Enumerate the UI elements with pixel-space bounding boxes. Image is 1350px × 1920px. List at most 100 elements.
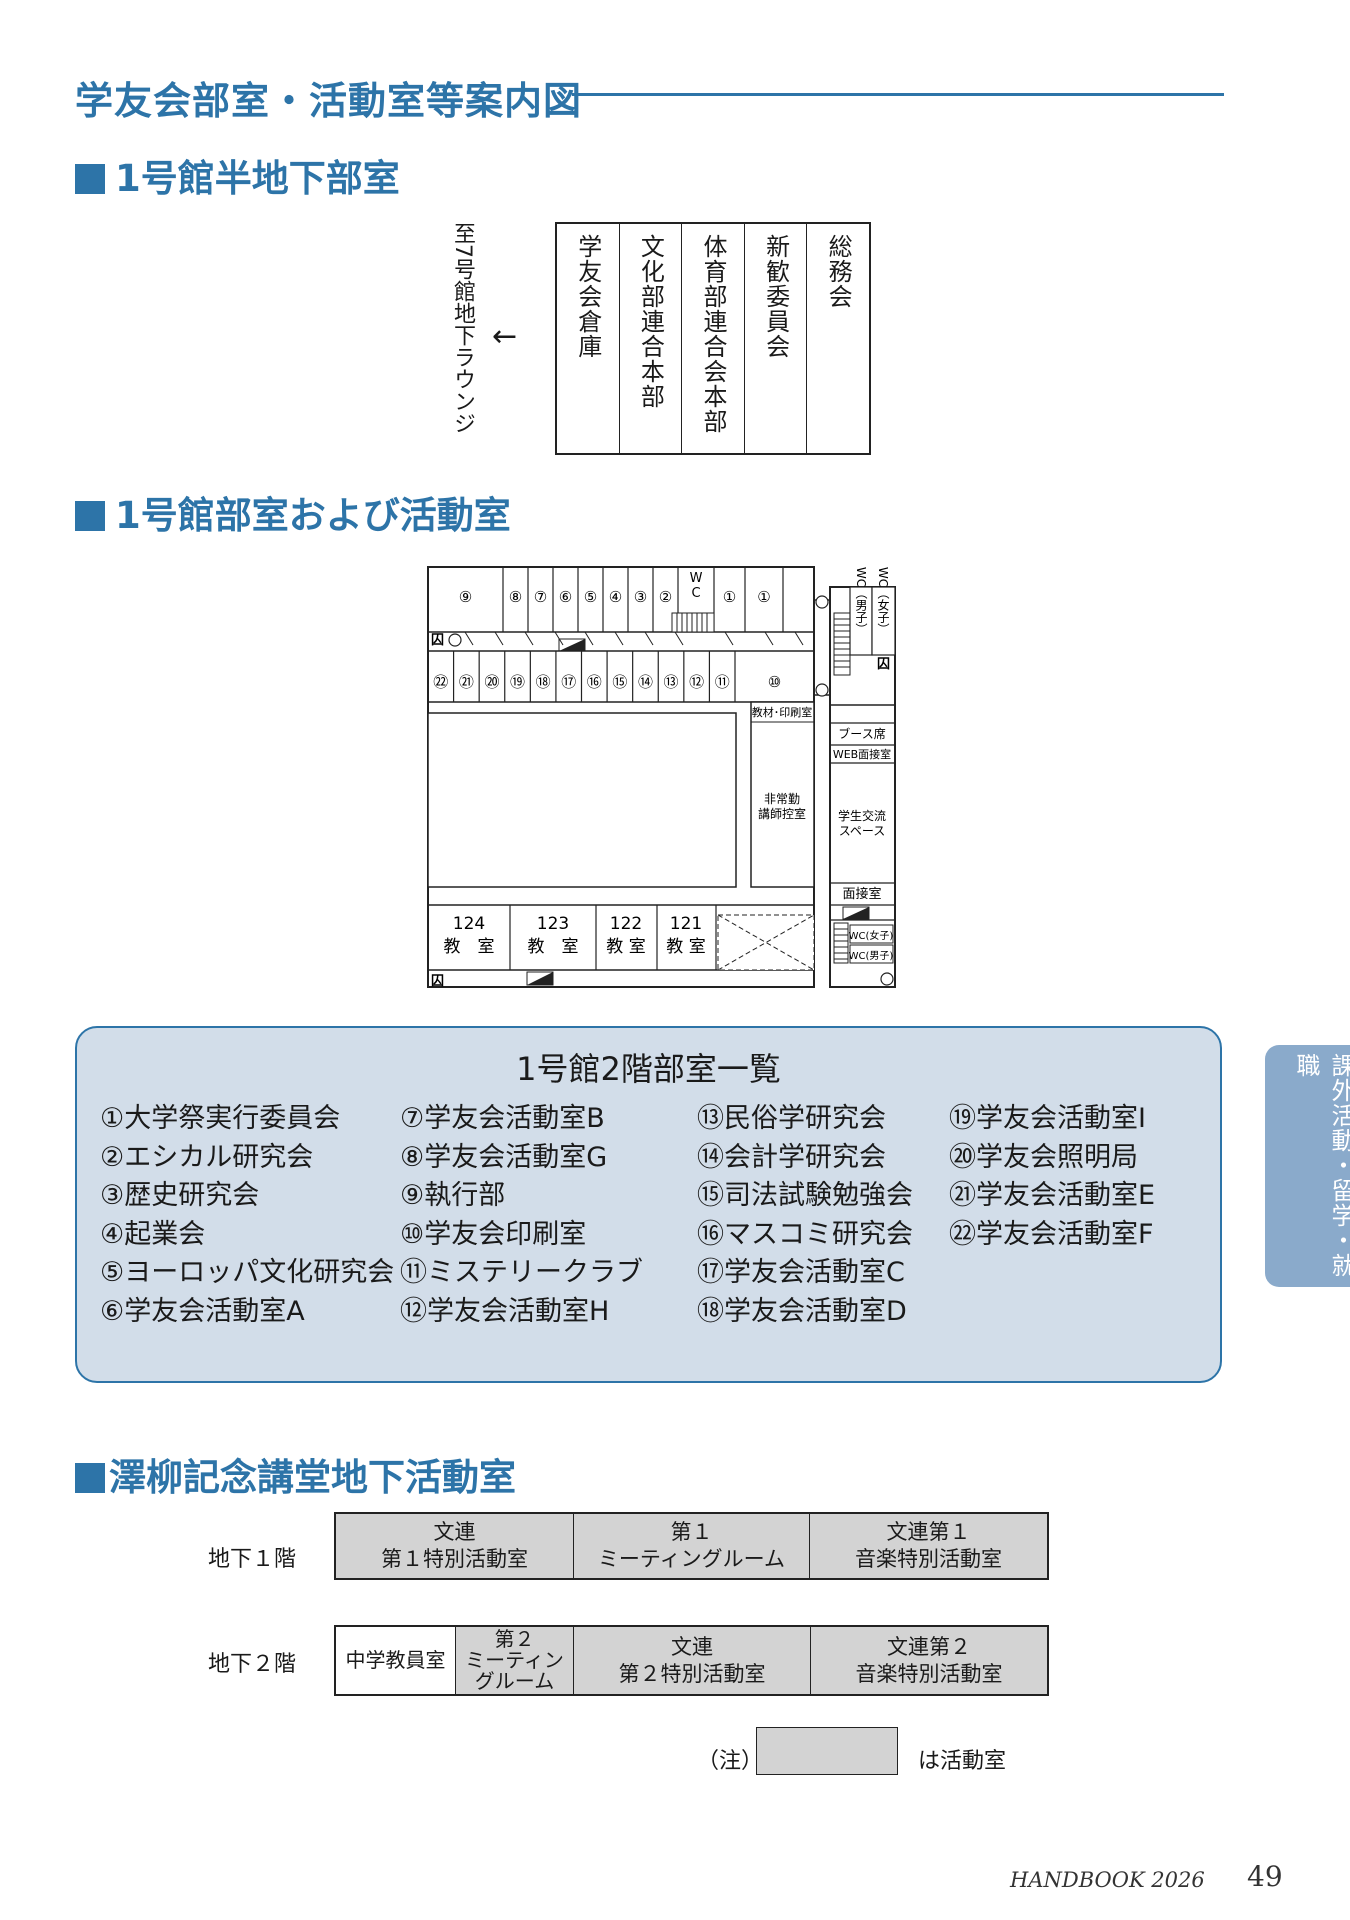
room-list-column: ①大学祭実行委員会 ②エシカル研究会 ③歴史研究会 ④起業会 ⑤ヨーロッパ文化研… bbox=[100, 1100, 394, 1331]
room-list-item: ⑬民俗学研究会 bbox=[697, 1103, 886, 1134]
lecturer-room-label-1: 非常勤 bbox=[764, 792, 800, 806]
square-bullet-icon bbox=[75, 164, 105, 194]
room-line: 文連第２ bbox=[887, 1634, 971, 1659]
section-heading-sawayanagi: 澤柳記念講堂地下活動室 bbox=[75, 1447, 516, 1501]
room-number-label: ⑧ bbox=[509, 588, 522, 606]
room-list-item: ⑰学友会活動室C bbox=[697, 1257, 905, 1288]
room-line: 文連第１ bbox=[886, 1520, 971, 1544]
stair-triangle-icon bbox=[559, 639, 585, 651]
stair-triangle-icon bbox=[527, 972, 553, 985]
basement-room: 体育部連合会本部 bbox=[682, 224, 745, 453]
room-list-item: ②エシカル研究会 bbox=[100, 1141, 314, 1173]
room-label: 体育部連合会本部 bbox=[698, 234, 727, 434]
exit-icon: 囚 bbox=[431, 974, 444, 989]
chapter-side-tab-label: 課外活動・留学・就職 bbox=[1292, 1053, 1350, 1278]
room-label: 総務会 bbox=[824, 234, 853, 309]
room-list-item: ⑭会計学研究会 bbox=[697, 1141, 886, 1173]
room-line: 第２特別活動室 bbox=[618, 1661, 766, 1686]
room-line: 音楽特別活動室 bbox=[855, 1547, 1002, 1571]
room-number-label: ③ bbox=[634, 588, 647, 606]
room-list-item: ⑮司法試験勉強会 bbox=[697, 1180, 913, 1211]
room-line: 第１特別活動室 bbox=[381, 1547, 528, 1571]
legend-note-label: （注） bbox=[697, 1749, 764, 1774]
section-heading-text: 1号館部室および活動室 bbox=[115, 494, 511, 537]
page-number: 49 bbox=[1247, 1860, 1283, 1893]
room-line: 音楽特別活動室 bbox=[855, 1661, 1003, 1686]
room-list-item: ⑨執行部 bbox=[400, 1180, 506, 1211]
footer-handbook: HANDBOOK 2026 bbox=[1010, 1868, 1205, 1892]
legend-swatch bbox=[756, 1727, 898, 1775]
wc-small-male-label: WC(男子) bbox=[849, 950, 894, 962]
room-number-label: ⑬ bbox=[664, 673, 679, 691]
room-line: 第１ bbox=[670, 1520, 713, 1544]
stairs-icon bbox=[671, 612, 715, 633]
room-label: 新歓委員会 bbox=[761, 234, 790, 359]
room-line: 第２ bbox=[494, 1627, 535, 1651]
lecturer-room-label-2: 講師控室 bbox=[758, 806, 806, 821]
page-title: 学友会部室・活動室等案内図 bbox=[75, 79, 583, 123]
section-heading-text: 1号館半地下部室 bbox=[115, 157, 400, 200]
room-b2-3: 文連第２特別活動室 bbox=[574, 1627, 811, 1694]
exit-icon: 囚 bbox=[877, 657, 890, 672]
wc-small-female-label: WC(女子) bbox=[849, 929, 894, 942]
room-label: 文化部連合本部 bbox=[636, 234, 665, 409]
room-number-label: ⑨ bbox=[459, 588, 472, 606]
interview-room-label: 面接室 bbox=[842, 886, 881, 902]
room-number-label: ⑱ bbox=[536, 673, 551, 691]
room-number-label: ⑳ bbox=[484, 673, 499, 691]
room-list-item: ④起業会 bbox=[100, 1218, 206, 1250]
classroom-124-label: 教 室 bbox=[444, 937, 495, 957]
wc-label: W bbox=[690, 571, 703, 586]
room-list-item: ㉒学友会活動室F bbox=[949, 1218, 1154, 1250]
floor-label-b2: 地下２階 bbox=[208, 1652, 297, 1677]
room-list-item: ⑫学友会活動室H bbox=[400, 1295, 610, 1327]
room-line: グルーム bbox=[474, 1669, 555, 1693]
room-number-label: ⑲ bbox=[510, 673, 525, 691]
room-number-label: ④ bbox=[609, 588, 622, 606]
room-line: 文連 bbox=[671, 1634, 713, 1659]
room-number-label: ⑥ bbox=[559, 588, 572, 606]
section-heading-building1: 1号館部室および活動室 bbox=[75, 485, 511, 539]
student-space-label-2: スペース bbox=[839, 824, 886, 838]
room-number-label: ⑭ bbox=[638, 673, 653, 691]
classroom-121-num: 121 bbox=[670, 914, 702, 934]
basement-rooms: 学友会倉庫 文化部連合本部 体育部連合会本部 新歓委員会 総務会 bbox=[555, 222, 871, 455]
exit-icon: 囚 bbox=[431, 633, 444, 648]
room-number-label: ⑪ bbox=[715, 673, 730, 691]
print-room-label: 教材･印刷室 bbox=[752, 705, 813, 719]
room-list-item: ⑤ヨーロッパ文化研究会 bbox=[100, 1257, 395, 1288]
chapter-side-tab: 課外活動・留学・就職 bbox=[1265, 1045, 1350, 1287]
basement-room: 総務会 bbox=[807, 224, 869, 453]
basement-room: 文化部連合本部 bbox=[620, 224, 683, 453]
left-arrow-icon: ← bbox=[492, 319, 518, 354]
pillar-icon bbox=[815, 595, 829, 609]
room-list-column: ⑲学友会活動室I ⑳学友会照明局 ㉑学友会活動室E ㉒学友会活動室F bbox=[949, 1100, 1155, 1254]
basement-room: 学友会倉庫 bbox=[557, 224, 620, 453]
room-b1-1: 文連第１特別活動室 bbox=[336, 1514, 574, 1578]
stair-triangle-icon bbox=[843, 907, 869, 919]
room-line: 文連 bbox=[433, 1520, 476, 1544]
room-list-item: ⑥学友会活動室A bbox=[100, 1295, 305, 1327]
classroom-122-num: 122 bbox=[610, 914, 642, 934]
room-number-label: ⑤ bbox=[584, 588, 597, 606]
square-bullet-icon bbox=[75, 1463, 105, 1493]
room-b2-1: 中学教員室 bbox=[336, 1627, 456, 1694]
room-number-label: ⑩ bbox=[768, 673, 781, 691]
room-list-item: ①大学祭実行委員会 bbox=[100, 1103, 341, 1134]
room-number-label: ⑦ bbox=[534, 588, 547, 606]
pillar-icon bbox=[815, 683, 829, 697]
student-space-label-1: 学生交流 bbox=[838, 808, 886, 823]
room-number-label: ⑰ bbox=[561, 673, 576, 691]
room-list-item: ㉑学友会活動室E bbox=[949, 1180, 1156, 1211]
room-label: 学友会倉庫 bbox=[573, 234, 602, 359]
stairs-icon bbox=[833, 922, 849, 964]
classroom-123-num: 123 bbox=[537, 914, 569, 934]
section-heading-text: 澤柳記念講堂地下活動室 bbox=[109, 1456, 516, 1499]
legend-description: は活動室 bbox=[918, 1749, 1007, 1774]
